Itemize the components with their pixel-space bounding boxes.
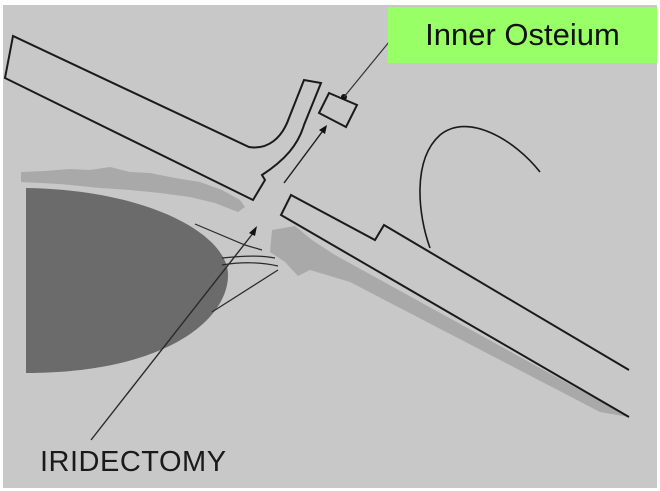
iris-band [21,167,245,212]
flow-arrow [283,127,326,184]
suture-curve [419,125,541,249]
arrowhead-icon [249,226,257,236]
angle-tissue [270,226,629,417]
scleral-flap [3,34,323,202]
zonule-lines [194,223,279,313]
inner-osteium-label: Inner Osteium [388,7,657,63]
iridectomy-pointer-line [90,231,255,441]
osteium-pointer-line [343,41,390,98]
inner-ostium-box [317,91,359,129]
iridectomy-label: IRIDECTOMY [40,446,227,478]
lens-shape [26,188,228,373]
cornea-structure [279,193,630,418]
arrowhead-icon [319,125,327,134]
